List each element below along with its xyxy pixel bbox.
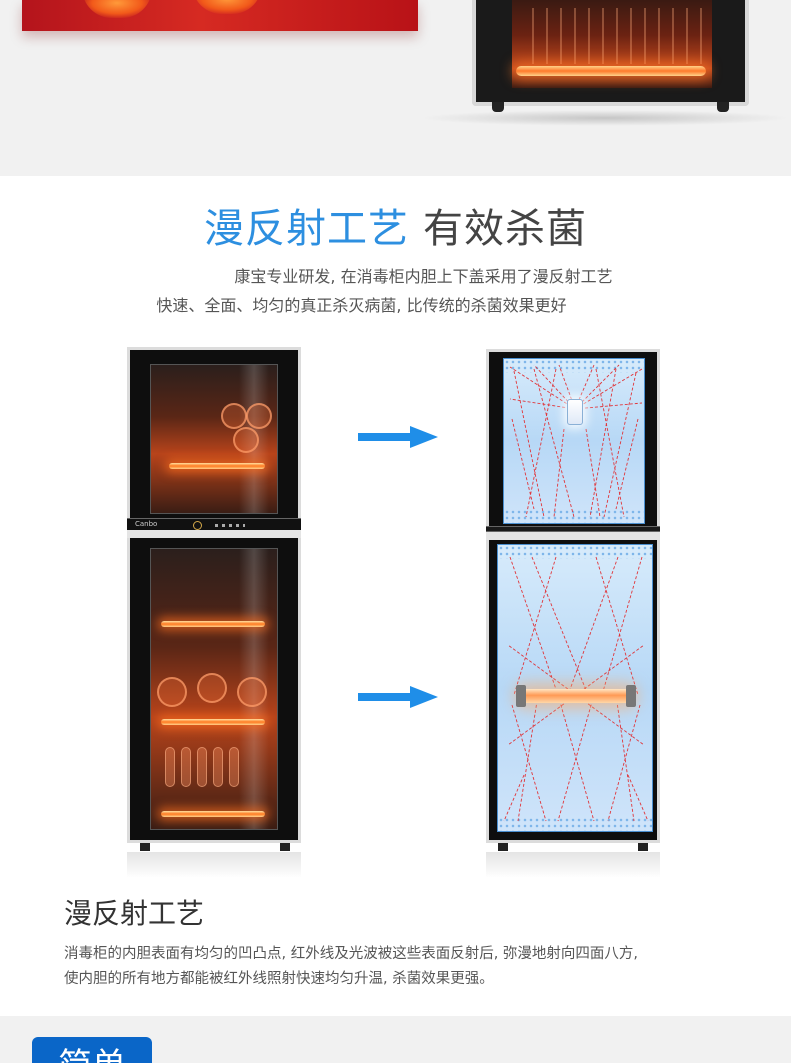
bowl-icon	[197, 673, 227, 703]
cabinet-foot	[498, 843, 508, 851]
reflection-dots-bottom	[498, 817, 652, 831]
flame-icon	[192, 0, 262, 14]
plate-icon	[229, 747, 239, 787]
power-button[interactable]	[193, 521, 202, 530]
page-title: 漫反射工艺有效杀菌	[0, 196, 791, 254]
bowl-icon	[157, 677, 187, 707]
cabinet-reflection	[486, 852, 660, 878]
heater-tube	[169, 463, 265, 469]
indicator-lights	[215, 524, 245, 527]
section-title: 漫反射工艺	[64, 897, 205, 930]
lower-compartment-glass	[150, 548, 278, 830]
brand-logo: Canbo	[135, 520, 158, 528]
cup-icon	[221, 403, 247, 429]
upper-compartment-glass	[150, 364, 278, 514]
cup-icon	[246, 403, 272, 429]
arrow-right-icon	[358, 426, 438, 448]
cabinet-foot	[717, 102, 729, 112]
flame-icon	[82, 0, 152, 18]
heater-cap	[626, 685, 636, 707]
plate-icon	[197, 747, 207, 787]
cabinet-diffuse-reflection-view	[486, 349, 660, 843]
plate-icon	[181, 747, 191, 787]
cabinet-foot	[280, 843, 290, 851]
upper-reflection-chamber	[503, 358, 645, 524]
floor-shadow	[420, 110, 790, 126]
top-product-band	[0, 0, 791, 176]
door-divider	[127, 530, 301, 538]
heater-tube	[161, 621, 265, 627]
cabinet-foot	[492, 102, 504, 112]
door-divider	[486, 532, 660, 540]
title-rest: 有效杀菌	[423, 206, 587, 252]
cabinet-normal-view: Canbo	[127, 347, 301, 843]
next-section-badge: 简单	[32, 1037, 152, 1063]
uv-lamp	[567, 399, 583, 425]
subtitle-line-2: 快速、全面、均匀的真正杀灭病菌, 比传统的杀菌效果更好	[156, 296, 567, 315]
section-desc-line-1: 消毒柜的内胆表面有均匀的凹凸点, 红外线及光波被这些表面反射后, 弥漫地射向四面…	[64, 946, 639, 962]
control-panel	[486, 526, 660, 532]
upper-reflection-rays	[509, 364, 643, 518]
heater-cap	[516, 685, 526, 707]
title-highlight: 漫反射工艺	[204, 206, 409, 252]
cabinet-foot	[638, 843, 648, 851]
cabinet-foot	[140, 843, 150, 851]
heater-tube	[161, 719, 265, 725]
bowl-icon	[237, 677, 267, 707]
next-section-band: 简单	[0, 1016, 791, 1063]
section-desc-line-2: 使内胆的所有地方都能被红外线照射快速均匀升温, 杀菌效果更强。	[64, 971, 494, 987]
reflection-dots-top	[498, 545, 652, 559]
heater-tube	[161, 811, 265, 817]
plate-icon	[213, 747, 223, 787]
cup-icon	[233, 427, 259, 453]
heater-tube	[516, 66, 706, 76]
lower-reflection-rays	[503, 556, 649, 822]
dish-rack	[520, 8, 704, 64]
heater-tube	[520, 689, 632, 703]
red-flame-banner	[22, 0, 418, 31]
arrow-right-icon	[358, 686, 438, 708]
plate-icon	[165, 747, 175, 787]
subtitle-line-1: 康宝专业研发, 在消毒柜内胆上下盖采用了漫反射工艺	[234, 267, 613, 286]
reflection-dots-top	[504, 359, 644, 373]
lower-reflection-chamber	[497, 544, 653, 832]
cabinet-reflection	[127, 852, 301, 878]
cabinet-bottom-preview	[472, 0, 749, 112]
